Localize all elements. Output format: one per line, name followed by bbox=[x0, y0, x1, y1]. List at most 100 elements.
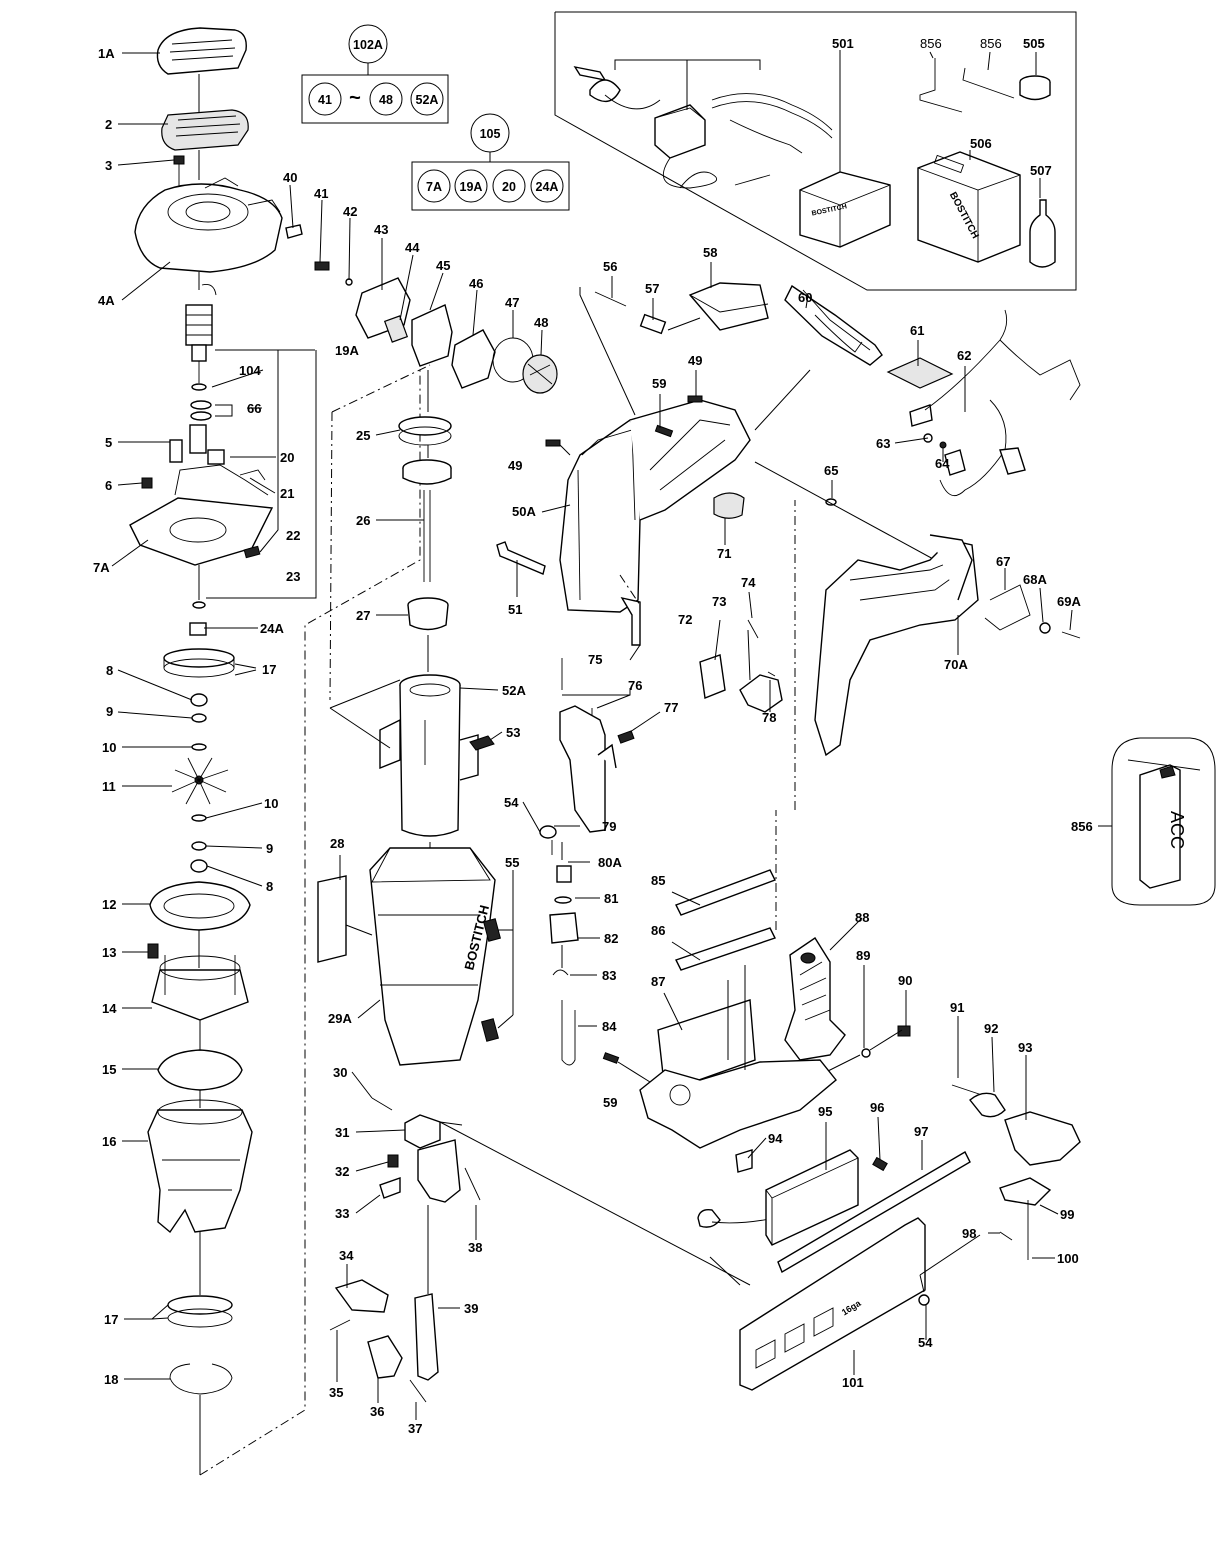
callout-label: 78 bbox=[762, 710, 776, 725]
callout-label: 83 bbox=[602, 968, 616, 983]
callout-label: 69A bbox=[1057, 594, 1081, 609]
handle-half-50A bbox=[496, 399, 751, 613]
callout-label: 1A bbox=[98, 46, 115, 61]
callout-label: 79 bbox=[602, 819, 616, 834]
upper-linkage bbox=[545, 282, 769, 456]
car-adapter-cord bbox=[573, 65, 661, 110]
callout-label: 2 bbox=[105, 117, 112, 132]
callout-label: 67 bbox=[996, 554, 1010, 569]
callout-label: 75 bbox=[588, 652, 602, 667]
callout-label: 98 bbox=[962, 1226, 976, 1241]
callout-label: 82 bbox=[604, 931, 618, 946]
callout-label: 71 bbox=[717, 546, 731, 561]
callout-label: 68A bbox=[1023, 572, 1047, 587]
oil-bottle bbox=[1029, 199, 1056, 268]
callout-label: 27 bbox=[356, 608, 370, 623]
kit-105-item: 20 bbox=[502, 180, 516, 194]
callout-label: 49 bbox=[688, 353, 702, 368]
detail-bubble-856: ACC bbox=[1111, 737, 1216, 906]
contact-trip-assembly bbox=[329, 1097, 751, 1403]
trigger-valve-parts bbox=[619, 574, 783, 713]
callout-label: 90 bbox=[898, 973, 912, 988]
callout-label: 93 bbox=[1018, 1040, 1032, 1055]
callout-label: 88 bbox=[855, 910, 869, 925]
callout-label: 10 bbox=[102, 740, 116, 755]
piston-cylinder-assembly bbox=[314, 261, 558, 848]
ac-adapter bbox=[654, 104, 771, 189]
callout-label: 92 bbox=[984, 1021, 998, 1036]
callout-label: 9 bbox=[266, 841, 273, 856]
callout-label: 20 bbox=[280, 450, 294, 465]
callout-label: 36 bbox=[370, 1404, 384, 1419]
callout-label: 49 bbox=[508, 458, 522, 473]
callout-label: 84 bbox=[602, 1019, 617, 1034]
callout-label: 37 bbox=[408, 1421, 422, 1436]
callout-label: 76 bbox=[628, 678, 642, 693]
callout-label: 43 bbox=[374, 222, 388, 237]
callout-label: 11 bbox=[102, 779, 116, 794]
callout-label: 96 bbox=[870, 1100, 884, 1115]
callout-label: 52A bbox=[502, 683, 526, 698]
callout-label: 10 bbox=[264, 796, 278, 811]
callout-label: 80A bbox=[598, 855, 622, 870]
callout-label: 70A bbox=[944, 657, 968, 672]
callout-label: 61 bbox=[910, 323, 924, 338]
callout-label: 3 bbox=[105, 158, 112, 173]
callout-label: 33 bbox=[335, 1206, 349, 1221]
callout-label: 8 bbox=[106, 663, 113, 678]
callout-label: 35 bbox=[329, 1385, 343, 1400]
kit-102A: 102A 41 ~ 48 52A bbox=[301, 24, 449, 124]
callout-label: 44 bbox=[405, 240, 420, 255]
top-cap-assembly bbox=[134, 27, 303, 273]
callout-label: 63 bbox=[876, 436, 890, 451]
callout-label: 32 bbox=[335, 1164, 349, 1179]
callout-label: 16 bbox=[102, 1134, 116, 1149]
callout-label: 74 bbox=[741, 575, 756, 590]
callout-label: 9 bbox=[106, 704, 113, 719]
callout-label: 104 bbox=[239, 363, 261, 378]
callout-label: 505 bbox=[1023, 36, 1045, 51]
callout-label: 48 bbox=[534, 315, 548, 330]
callout-label: 506 bbox=[970, 136, 992, 151]
callout-label: 97 bbox=[914, 1124, 928, 1139]
kit-102A-item: 52A bbox=[416, 93, 439, 107]
callout-label: 72 bbox=[678, 612, 692, 627]
fan-impeller bbox=[171, 757, 229, 805]
cord-harness bbox=[711, 93, 833, 154]
callout-label: 14 bbox=[102, 1001, 117, 1016]
callout-label: 99 bbox=[1060, 1207, 1074, 1222]
callout-label: 41 bbox=[314, 186, 328, 201]
kit-102A-range-sign: ~ bbox=[349, 87, 361, 109]
kit-105-label: 105 bbox=[480, 127, 501, 141]
callout-label: 53 bbox=[506, 725, 520, 740]
callout-label: 85 bbox=[651, 873, 665, 888]
kit-102A-item: 48 bbox=[379, 93, 393, 107]
hex-wrench-pair bbox=[919, 58, 1015, 113]
callout-label: 81 bbox=[604, 891, 618, 906]
valve-stem-stack bbox=[539, 658, 635, 1066]
kit-102A-item: 41 bbox=[318, 93, 332, 107]
kit-105-item: 7A bbox=[426, 180, 442, 194]
callout-label: 19A bbox=[335, 343, 359, 358]
callout-label: 17 bbox=[262, 662, 276, 677]
callout-label: 50A bbox=[512, 504, 536, 519]
callout-label: 34 bbox=[339, 1248, 354, 1263]
callout-label: 39 bbox=[464, 1301, 478, 1316]
callout-label: 89 bbox=[856, 948, 870, 963]
callout-label: 4A bbox=[98, 293, 115, 308]
callout-label: 87 bbox=[651, 974, 665, 989]
callout-label: 25 bbox=[356, 428, 370, 443]
callout-label: 856 bbox=[1071, 819, 1093, 834]
callout-label: 42 bbox=[343, 204, 357, 219]
callout-label: 856 bbox=[980, 36, 1002, 51]
callout-label: 56 bbox=[603, 259, 617, 274]
callout-label: 47 bbox=[505, 295, 519, 310]
callout-label: 6 bbox=[105, 478, 112, 493]
callout-label: 54 bbox=[918, 1335, 933, 1350]
callout-label: 17 bbox=[104, 1312, 118, 1327]
callout-label: 38 bbox=[468, 1240, 482, 1255]
callout-label: 26 bbox=[356, 513, 370, 528]
callout-label: 91 bbox=[950, 1000, 964, 1015]
callout-label: 59 bbox=[603, 1095, 617, 1110]
